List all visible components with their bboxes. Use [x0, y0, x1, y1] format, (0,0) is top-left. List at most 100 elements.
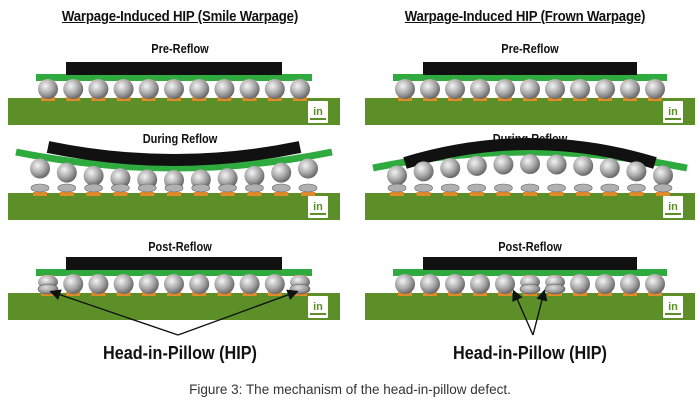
left-pre-reflow-label: Pre-Reflow [151, 42, 209, 56]
right-during-solder-ball [546, 154, 567, 175]
left-post-logo [308, 296, 328, 318]
left-during-pcb-pad [113, 192, 128, 196]
left-pre-logo [308, 101, 328, 123]
left-during-pcb-pad [59, 192, 74, 196]
left-during-pcb-pad [247, 192, 262, 196]
right-during-paste [494, 183, 513, 193]
left-during-logo [308, 196, 328, 218]
left-during-paste [218, 183, 237, 193]
left-post-logo-bar [310, 313, 326, 315]
right-pre-solder-ball [470, 79, 490, 99]
right-during-logo-bar [665, 213, 681, 215]
right-post-solder-ball [645, 274, 665, 294]
right-during-die [403, 138, 657, 169]
left-during-paste [30, 183, 50, 193]
right-pre-solder-ball [620, 79, 640, 99]
left-during-solder-ball [217, 168, 238, 189]
left-during-paste [111, 183, 130, 193]
left-post-solder-ball [264, 274, 285, 294]
right-post-solder-ball [470, 274, 490, 294]
left-during-pcb [8, 193, 340, 220]
left-post-die [66, 257, 282, 270]
left-pre-solder-ball [290, 79, 310, 99]
left-post-solder-ball [63, 274, 84, 294]
left-post-pcb [8, 293, 340, 320]
right-during-solder-ball [413, 161, 434, 182]
left-during-paste [57, 183, 77, 193]
right-post-reflow-label: Post-Reflow [498, 240, 562, 254]
right-pre-logo-text: in [668, 106, 678, 118]
left-post-solder-ball [239, 274, 260, 294]
right-during-paste [653, 183, 673, 193]
right-during-paste [387, 183, 407, 193]
left-pre-die [66, 62, 282, 75]
left-during-solder-ball [56, 162, 77, 183]
right-during-solder-ball [466, 155, 487, 176]
left-post-solder-ball [88, 274, 109, 294]
left-hip-label: Head-in-Pillow (HIP) [103, 343, 257, 363]
right-during-pcb-pad [469, 192, 484, 196]
right-pre-solder-ball [420, 79, 440, 99]
right-pre-solder-ball [645, 79, 665, 99]
right-during-pcb-pad [602, 192, 617, 196]
right-during-solder-ball [573, 155, 594, 176]
left-during-paste [191, 183, 211, 193]
right-pre-solder-ball [520, 79, 540, 99]
left-during-pcb-pad [140, 192, 155, 196]
left-during-pcb-pad [86, 192, 101, 196]
right-post-logo-bar [665, 313, 681, 315]
right-post-solder-ball [495, 274, 515, 294]
right-pre-logo-bar [665, 118, 681, 120]
left-during-solder-ball [110, 168, 131, 189]
right-pre-substrate [393, 74, 667, 81]
right-post-logo [663, 296, 683, 318]
right-post-solder-ball [445, 274, 465, 294]
left-during-paste [137, 183, 157, 193]
right-post-logo-text: in [668, 301, 678, 313]
left-pre-solder-ball [88, 79, 109, 99]
right-post-hip-pillow [519, 283, 541, 295]
left-pre-substrate [36, 74, 312, 81]
right-post-substrate [393, 269, 667, 276]
left-pre-solder-ball [38, 79, 58, 99]
right-during-pcb-pad [523, 192, 537, 196]
left-pre-solder-ball [63, 79, 84, 99]
right-post-hip-pillow [544, 283, 566, 295]
right-during-solder-ball [493, 154, 514, 175]
left-hip-arrow-b [177, 289, 299, 336]
right-during-paste [600, 183, 620, 193]
right-during-solder-ball [520, 154, 540, 174]
right-post-solder-ball [620, 274, 640, 294]
right-pre-solder-ball [595, 79, 615, 99]
right-during-pcb-pad [496, 192, 511, 196]
left-pre-solder-ball [214, 79, 235, 99]
left-during-solder-ball [30, 158, 50, 179]
left-during-pcb-pad [220, 192, 235, 196]
right-pre-solder-ball [545, 79, 565, 99]
right-during-paste [440, 183, 460, 193]
right-during-solder-ball [440, 158, 461, 179]
right-during-paste [627, 183, 646, 193]
right-during-paste [573, 183, 593, 193]
right-hip-arrow-b [532, 289, 548, 336]
right-hip-label: Head-in-Pillow (HIP) [453, 343, 607, 363]
left-post-solder-ball [214, 274, 235, 294]
right-pre-solder-ball [495, 79, 515, 99]
left-post-solder-ball [138, 274, 159, 294]
right-pre-logo [663, 101, 683, 123]
right-during-pcb-pad [416, 192, 431, 196]
left-pre-logo-text: in [313, 106, 323, 118]
left-post-solder-ball [189, 274, 210, 294]
right-panel-title: Warpage-Induced HIP (Frown Warpage) [404, 8, 646, 25]
left-post-solder-ball [164, 274, 184, 294]
right-during-solder-ball [626, 161, 647, 182]
right-during-pcb-pad [629, 192, 644, 196]
left-pre-solder-ball [138, 79, 159, 99]
right-hip-arrow-a [512, 289, 534, 336]
left-during-paste [84, 183, 103, 193]
left-post-substrate [36, 269, 312, 276]
left-post-logo-text: in [313, 301, 323, 313]
right-pre-die [423, 62, 637, 75]
right-pre-solder-ball [570, 79, 590, 99]
